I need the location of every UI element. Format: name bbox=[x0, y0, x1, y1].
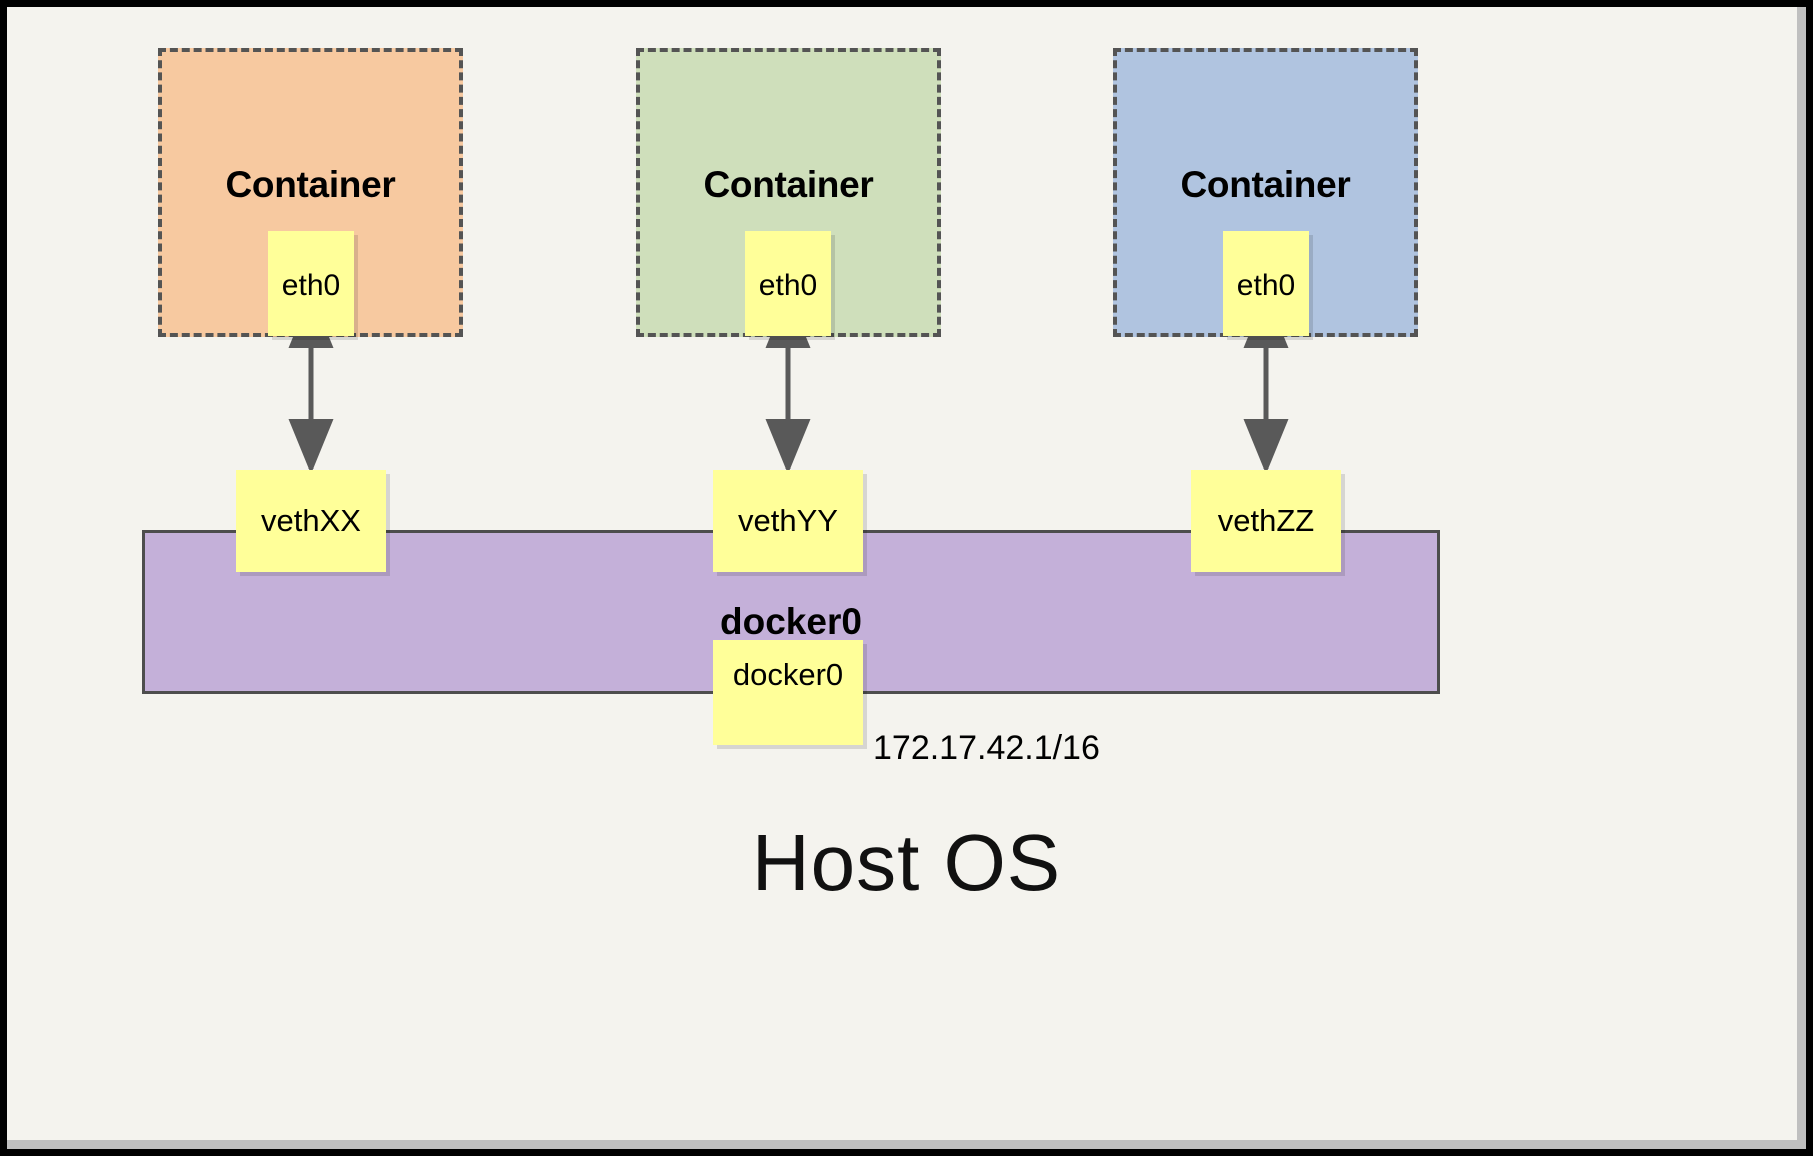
page-shadow-right bbox=[1797, 7, 1806, 1149]
veth-box-1: vethXX bbox=[236, 470, 386, 572]
container-3-eth0-label: eth0 bbox=[1236, 269, 1296, 302]
veth-label-2: vethYY bbox=[738, 503, 838, 538]
docker0-interface-box: docker0 bbox=[713, 640, 863, 745]
container-3-title: Container bbox=[1180, 164, 1351, 205]
veth-box-3: vethZZ bbox=[1191, 470, 1341, 572]
veth-box-2: vethYY bbox=[713, 470, 863, 572]
docker0-bridge-label: docker0 bbox=[720, 601, 862, 642]
veth-label-3: vethZZ bbox=[1217, 503, 1315, 538]
veth-label-1: vethXX bbox=[261, 503, 361, 538]
container-1-eth0-box: eth0 bbox=[268, 231, 354, 336]
container-2-eth0-label: eth0 bbox=[758, 269, 818, 302]
container-1-title: Container bbox=[225, 164, 396, 205]
page-shadow-bottom bbox=[7, 1140, 1806, 1149]
docker0-interface-label: docker0 bbox=[732, 657, 844, 692]
diagram-page: docker0 Container Container Container bbox=[7, 7, 1806, 1149]
docker0-ip-address: 172.17.42.1/16 bbox=[873, 729, 1100, 767]
container-3-eth0-box: eth0 bbox=[1223, 231, 1309, 336]
container-1-eth0-label: eth0 bbox=[281, 269, 341, 302]
host-os-label: Host OS bbox=[751, 818, 1062, 907]
container-2-eth0-box: eth0 bbox=[745, 231, 831, 336]
container-2-title: Container bbox=[703, 164, 874, 205]
